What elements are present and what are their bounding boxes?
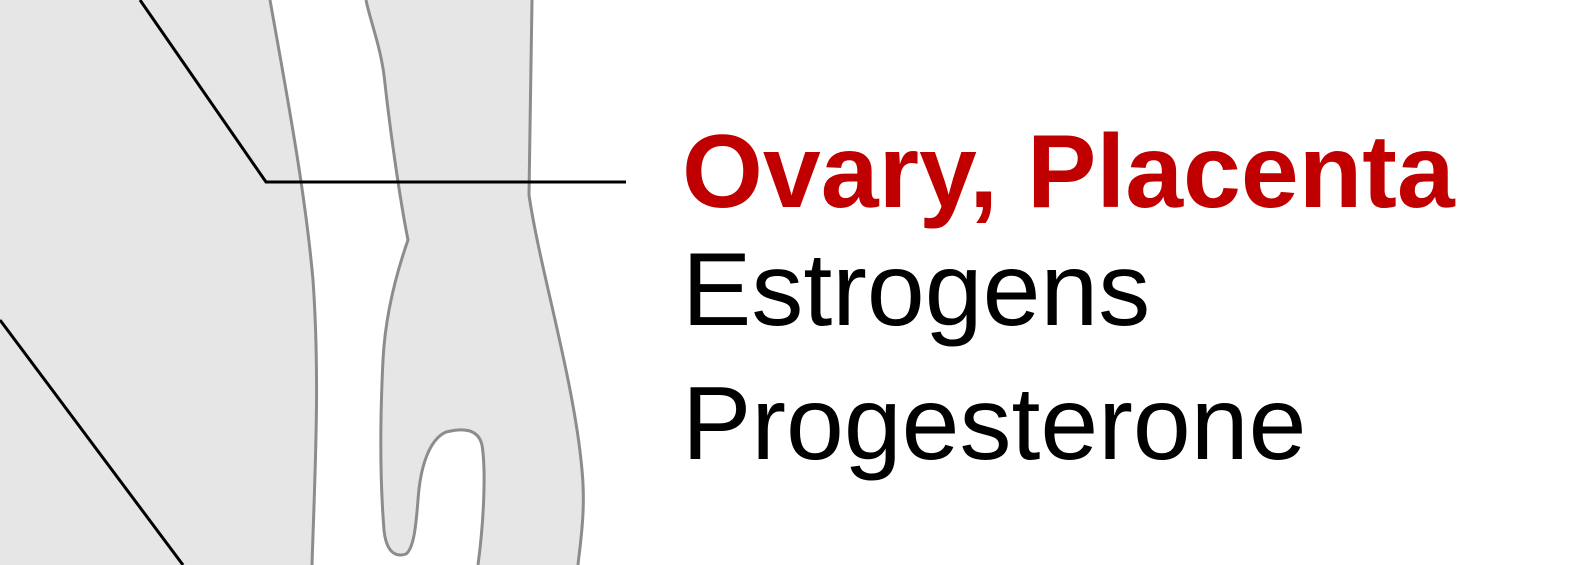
- hormone-progesterone: Progesterone: [682, 366, 1307, 482]
- leader-line-secondary: [0, 319, 185, 565]
- torso-silhouette: [0, 0, 317, 565]
- arm-outline-inner: [364, 0, 486, 565]
- hormone-label: Ovary, Placenta Estrogens Progesterone: [682, 110, 1455, 486]
- arm-outline-outer: [527, 0, 585, 565]
- hormone-estrogens: Estrogens: [682, 232, 1151, 348]
- arm-silhouette: [366, 0, 584, 565]
- torso-outline: [268, 0, 319, 565]
- leader-line: [138, 0, 626, 184]
- organ-name: Ovary, Placenta: [682, 114, 1455, 230]
